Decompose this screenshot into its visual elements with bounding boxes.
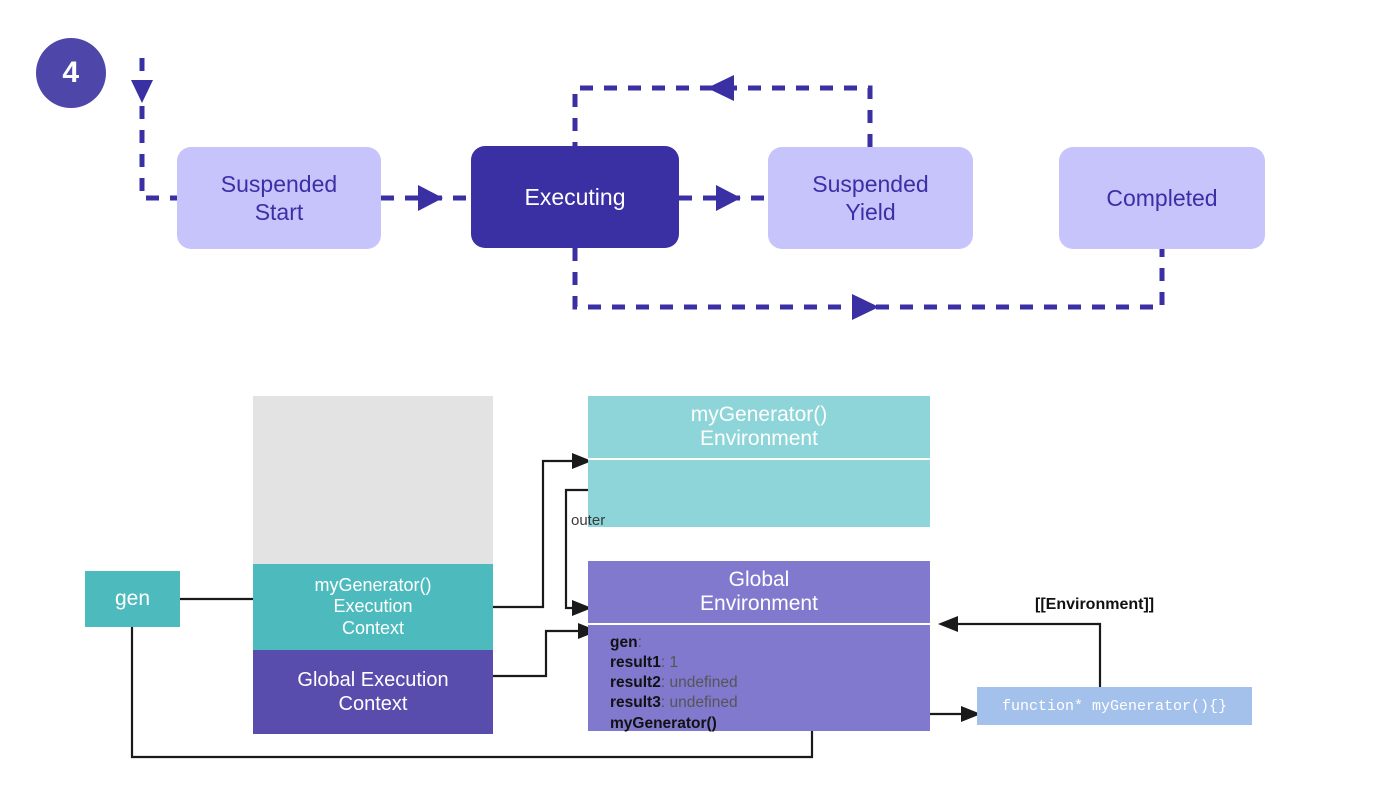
link-function-environment-slot [948,622,1102,687]
environment-global-divider [588,623,930,625]
variable-row-result3: result3: undefined [610,694,738,712]
variable-value-result2: undefined [669,674,738,692]
variable-key-gen: gen [610,634,638,651]
state-box-executing[interactable]: Executing [471,146,679,248]
state-label-executing: Executing [524,183,626,210]
state-label-suspended-start: Suspended Start [220,170,338,225]
arrowhead-executing-to-completed [852,294,879,320]
call-stack-frame-global-label: Global Execution Context [297,669,449,715]
variable-key-result1: result1 [610,654,661,672]
environment-mygenerator-title: myGenerator() Environment [690,402,828,450]
variable-key-result3: result3 [610,694,661,712]
call-stack-frame-mygenerator[interactable]: myGenerator() Execution Context [253,564,493,650]
state-box-suspended-start[interactable]: Suspended Start [177,147,381,249]
state-label-completed: Completed [1106,184,1218,211]
variable-row-mygenerator: myGenerator() [610,714,930,734]
function-object-box[interactable]: function* myGenerator(){} [977,687,1252,725]
call-stack-frame-global[interactable]: Global Execution Context [253,650,493,734]
link-stack-to-global-env [493,629,588,678]
environment-global-title: Global Environment [700,567,818,615]
function-object-code: function* myGenerator(){} [1001,697,1228,715]
variable-value-result1: 1 [669,654,679,672]
variable-row-gen: gen: [610,634,642,651]
gen-reference-label: gen [114,587,151,611]
link-outer-scope [564,488,588,610]
arrowhead-executing-to-yield [716,185,741,211]
environment-mygenerator-divider [588,458,930,460]
arrowhead-to-global-env-closure [938,616,958,632]
environment-global[interactable]: Global Environment gen: result1: 1 resul… [588,561,930,734]
state-box-suspended-yield[interactable]: Suspended Yield [768,147,973,249]
arrowhead-entry [131,80,153,103]
variable-key-result2: result2 [610,674,661,692]
arrowhead-yield-to-executing [707,75,734,101]
variable-row-result1: result1: 1 [610,654,679,672]
variable-key-mygenerator: myGenerator() [610,714,717,732]
call-stack-empty-space [253,396,493,564]
call-stack-frame-mygenerator-label: myGenerator() Execution Context [314,574,432,638]
step-number-badge: 4 [36,38,106,108]
variable-row-result2: result2: undefined [610,674,738,692]
link-stack-to-mygen-env [493,459,582,609]
state-box-completed[interactable]: Completed [1059,147,1265,249]
variable-value-result3: undefined [669,694,738,712]
arrowhead-start-to-executing [418,185,443,211]
state-label-suspended-yield: Suspended Yield [812,170,929,225]
outer-scope-label: outer [571,512,606,529]
environment-slot-label: [[Environment]] [1035,596,1155,613]
environment-global-variable-list: gen: result1: 1 result2: undefined resul… [588,625,930,734]
environment-mygenerator[interactable]: myGenerator() Environment [588,396,930,527]
gen-reference-box[interactable]: gen [85,571,180,627]
